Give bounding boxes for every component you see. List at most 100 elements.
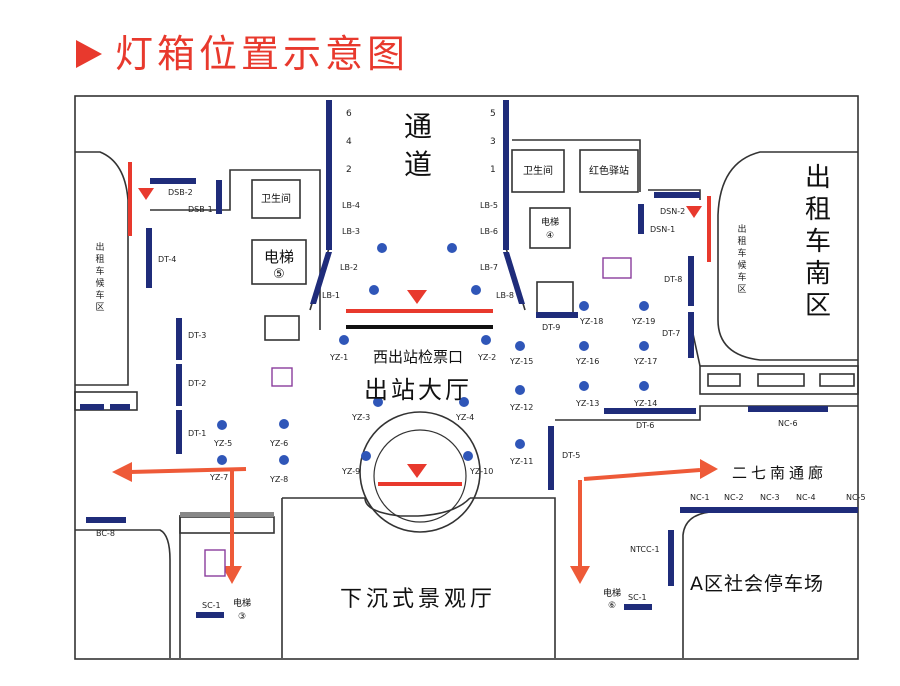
vertical-glyph: 车: [95, 289, 104, 301]
elevator-5-num: ⑤: [273, 267, 285, 282]
toilet-left-label: 卫生间: [261, 192, 291, 205]
lightbox-left-bar1: [80, 404, 104, 410]
lightbox-left-bar2: [110, 404, 130, 410]
elevator-lower-left-label: 电梯: [233, 597, 251, 609]
right-strip-outer: [699, 365, 859, 395]
elevator-lower-left-num: ③: [238, 612, 246, 622]
lightbox-label: LB-4: [342, 201, 360, 210]
lightbox-ntcc1: [668, 530, 674, 586]
point-dot: [639, 301, 649, 311]
lightbox-lb-right-upper: [503, 100, 509, 250]
lightbox-dsn1: [638, 204, 644, 234]
gate-marker-icon: [407, 290, 427, 304]
point-label: YZ-19: [631, 317, 655, 326]
point-dot: [515, 341, 525, 351]
lightbox-label: NTCC-1: [630, 545, 660, 554]
point-label: YZ-15: [509, 357, 533, 366]
door-number: 6: [346, 109, 352, 119]
lightbox-label: NC-5: [846, 493, 866, 502]
point-dot: [579, 301, 589, 311]
lightbox-dt8: [688, 256, 694, 306]
taxi-south-label-1: 出: [805, 163, 831, 193]
toilet-right-label: 卫生间: [523, 164, 553, 177]
page-title: 灯箱位置示意图: [115, 32, 410, 76]
lightbox-label: DT-5: [562, 451, 580, 460]
direction-arrows: [112, 459, 718, 584]
point-dot: [579, 341, 589, 351]
lightbox-label: DT-1: [188, 429, 206, 438]
passage-label-2: 道: [404, 148, 432, 181]
lightbox-nc6: [748, 406, 828, 412]
redcap-box: [579, 149, 639, 193]
dome-marker-icon: [407, 464, 427, 478]
lightbox-dt4: [146, 228, 152, 288]
lightbox-lb-left-upper: [326, 100, 332, 250]
point-dot: [217, 420, 227, 430]
door-number: 1: [490, 165, 496, 175]
taxi-wait-left-outline: [75, 151, 129, 386]
lightbox-label: DSN-1: [650, 225, 675, 234]
sunken-hall-outline: [281, 497, 556, 658]
small-box-right: [536, 281, 574, 317]
point-dot: [471, 285, 481, 295]
lightbox-label: DSB-2: [168, 188, 193, 197]
title-bar: 灯箱位置示意图: [40, 18, 740, 78]
arrow-east-icon: [700, 459, 718, 479]
point-dot: [639, 341, 649, 351]
point-label: YZ-17: [633, 357, 657, 366]
lightbox-label: SC-1: [202, 601, 221, 610]
lightbox-label: NC-3: [760, 493, 780, 502]
lightbox-lb-right-lower: [503, 252, 525, 304]
point-dot: [373, 397, 383, 407]
point-dot: [279, 419, 289, 429]
taxi-south-label-5b: 区: [805, 291, 831, 321]
lightbox-label: DT-4: [158, 255, 176, 264]
point-dot: [579, 381, 589, 391]
lightbox-label: NC-6: [778, 419, 798, 428]
vertical-glyph: 租: [737, 236, 746, 247]
vertical-glyph: 车: [737, 247, 746, 259]
arrow-east-line: [583, 468, 701, 481]
elevator-5-label: 电梯: [264, 248, 294, 266]
point-dot: [369, 285, 379, 295]
point-dot: [463, 451, 473, 461]
lightbox-nc-row: [680, 507, 858, 513]
lower-left-area: [75, 529, 171, 658]
point-label: YZ-8: [269, 475, 288, 484]
left-lower-bar: [74, 391, 138, 411]
point-dot: [339, 335, 349, 345]
lightbox-sc1-right: [624, 604, 652, 610]
lightbox-bars: [80, 100, 858, 618]
lightbox-label: DT-6: [636, 421, 654, 430]
point-label: YZ-1: [329, 353, 348, 362]
dome-inner: [373, 429, 467, 523]
elevator-lower-right-num: ⑥: [608, 601, 616, 611]
parking-a-label: A区社会停车场: [690, 573, 824, 595]
lightbox-label: DSN-2: [660, 207, 685, 216]
point-label: YZ-6: [269, 439, 288, 448]
lightbox-dt2: [176, 364, 182, 406]
area-labels: 通 道 西出站检票口 出站大厅 下沉式景观厅 出 租 车 南 二七南通廊 A区社…: [233, 110, 831, 622]
lightbox-label: DT-3: [188, 331, 206, 340]
elevator-lower-right-label: 电梯: [603, 587, 621, 599]
point-dot: [361, 451, 371, 461]
point-label: YZ-7: [209, 473, 228, 482]
lightbox-dsb2: [150, 178, 196, 184]
taxi-south-label-2: 租: [805, 195, 831, 225]
purple-sign-lower: [204, 549, 226, 577]
lightbox-label: SC-1: [628, 593, 647, 602]
south-corridor-label: 二七南通廊: [732, 464, 827, 482]
lightbox-label: DSB-1: [188, 205, 213, 214]
vertical-glyph: 车: [737, 271, 746, 283]
right-strip-inner-2: [757, 373, 805, 387]
door-number: 5: [490, 109, 496, 119]
lightbox-dsn2: [654, 192, 700, 198]
elevator-5-box: [251, 239, 307, 285]
lightbox-dt3: [176, 318, 182, 360]
exit-dome: [359, 411, 481, 533]
exit-hall-label: 出站大厅: [364, 376, 472, 404]
lightbox-label: BC-8: [96, 529, 115, 538]
purple-sign-left: [271, 367, 293, 387]
redcap-label: 红色驿站: [589, 164, 629, 177]
